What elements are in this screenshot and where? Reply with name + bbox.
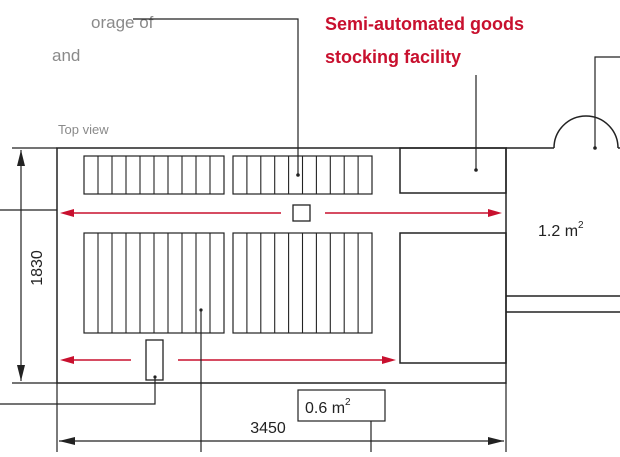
bottom-area-label: 0.6 m2 [305, 397, 351, 417]
left-leader-lower [0, 377, 156, 405]
bottom-area-box [297, 389, 386, 422]
door-arc [553, 115, 619, 149]
storage-label-line2: and [52, 46, 80, 65]
width-dimension-label: 3450 [250, 420, 286, 437]
room-outline [56, 147, 507, 384]
facility-label-line1: Semi-automated goods [325, 14, 524, 34]
door-leader-line [594, 56, 620, 148]
height-dimension-label: 1830 [29, 250, 46, 286]
stocking-block-top [399, 147, 507, 194]
facility-leader-dot [474, 168, 478, 172]
shelving-racks [83, 155, 373, 334]
arrow-right-bottom-head [382, 356, 396, 364]
height-dimension [12, 147, 57, 384]
arrow-right-top-head [488, 209, 502, 217]
facility-label-line2: stocking facility [325, 47, 461, 67]
stocking-block-bottom [399, 232, 507, 364]
storage-label-line1: orage of [91, 13, 154, 32]
arrow-left-top-head [60, 209, 74, 217]
view-label: Top view [58, 122, 109, 137]
robot-square [292, 204, 311, 222]
width-dimension [56, 383, 507, 452]
cart-rectangle [145, 339, 164, 381]
door-leader-dot [593, 146, 597, 150]
storage-leader-line [133, 18, 299, 175]
travel-arrows [60, 209, 502, 364]
storage-leader-dot [296, 173, 300, 177]
arrow-left-bottom-head [60, 356, 74, 364]
right-area-label: 1.2 m2 [538, 220, 584, 240]
